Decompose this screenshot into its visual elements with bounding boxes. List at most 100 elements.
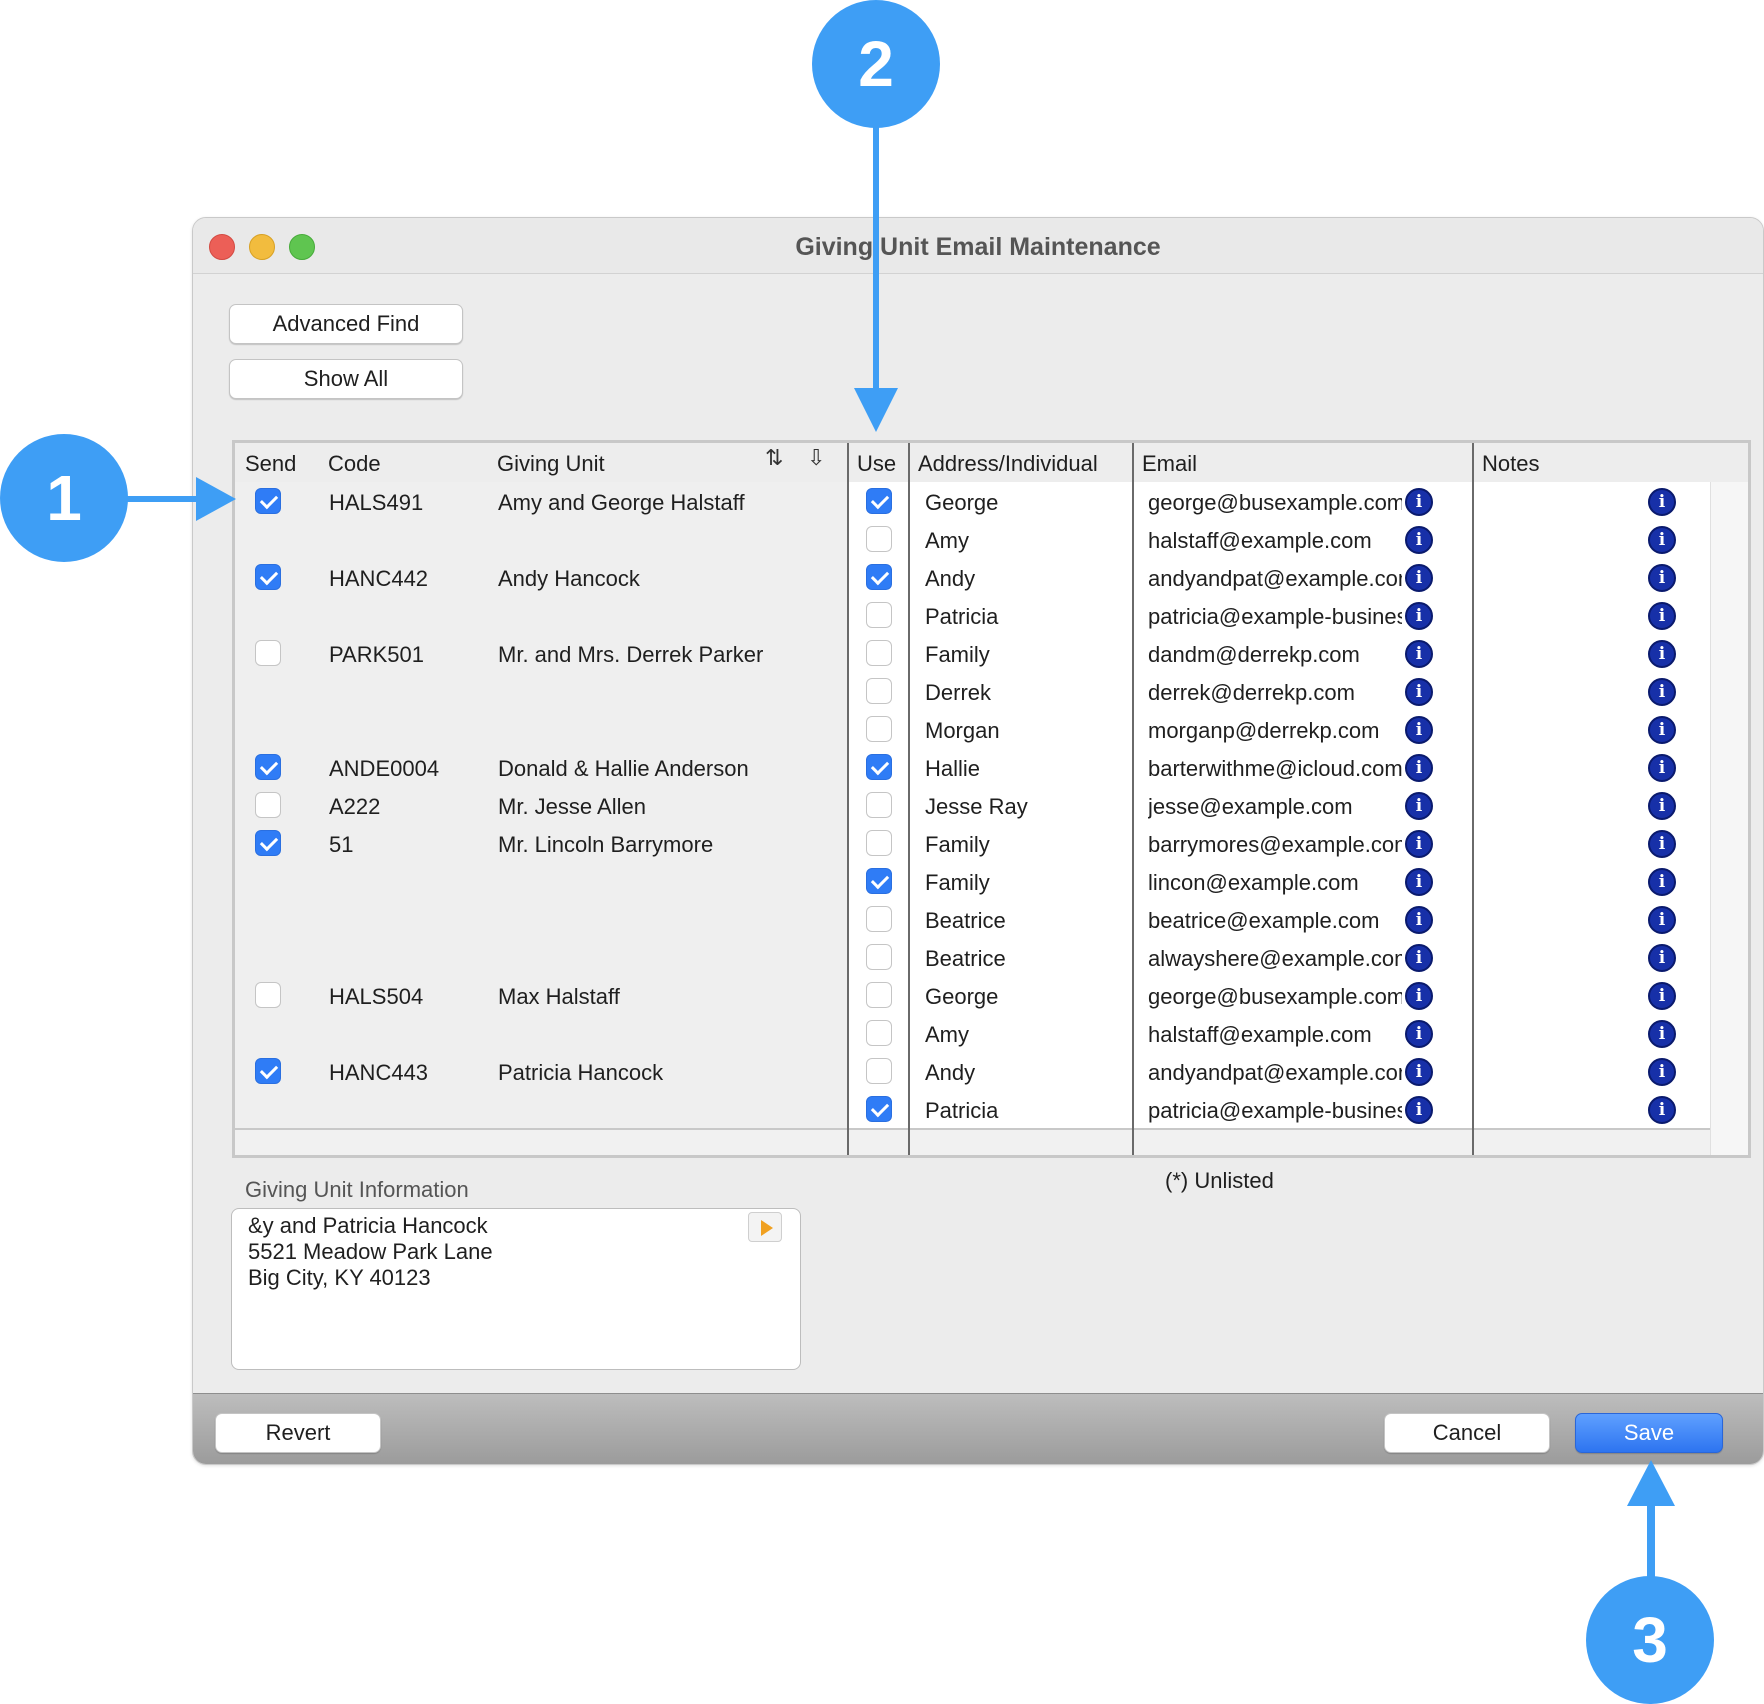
use-checkbox[interactable]	[866, 678, 892, 704]
notes-info-icon[interactable]: i	[1648, 488, 1676, 516]
info-icon[interactable]: i	[1405, 830, 1433, 858]
notes-info-icon[interactable]: i	[1648, 830, 1676, 858]
notes-info-icon[interactable]: i	[1648, 526, 1676, 554]
use-checkbox[interactable]	[866, 906, 892, 932]
header-address[interactable]: Address/Individual	[918, 451, 1098, 476]
use-checkbox[interactable]	[866, 602, 892, 628]
header-code[interactable]: Code	[328, 451, 381, 476]
info-icon[interactable]: i	[1405, 982, 1433, 1010]
close-window-button[interactable]	[209, 234, 235, 260]
info-icon[interactable]: i	[1405, 526, 1433, 554]
notes-info-icon[interactable]: i	[1648, 564, 1676, 592]
use-checkbox[interactable]	[866, 754, 892, 780]
info-icon[interactable]: i	[1405, 792, 1433, 820]
zoom-window-button[interactable]	[289, 234, 315, 260]
info-icon[interactable]: i	[1405, 944, 1433, 972]
advanced-find-button[interactable]: Advanced Find	[229, 304, 463, 344]
notes-info-icon[interactable]: i	[1648, 906, 1676, 934]
info-icon[interactable]: i	[1405, 1020, 1433, 1048]
send-checkbox[interactable]	[255, 982, 281, 1008]
notes-info-icon[interactable]: i	[1648, 678, 1676, 706]
play-icon[interactable]	[748, 1212, 782, 1242]
info-icon[interactable]: i	[1405, 564, 1433, 592]
header-notes[interactable]: Notes	[1482, 451, 1540, 476]
notes-info-icon[interactable]: i	[1648, 1096, 1676, 1124]
header-send[interactable]: Send	[245, 451, 297, 476]
notes-info-icon[interactable]: i	[1648, 754, 1676, 782]
notes-info-icon[interactable]: i	[1648, 716, 1676, 744]
use-checkbox[interactable]	[866, 564, 892, 590]
info-icon[interactable]: i	[1405, 906, 1433, 934]
use-checkbox[interactable]	[866, 982, 892, 1008]
notes-info-icon[interactable]: i	[1648, 982, 1676, 1010]
send-checkbox[interactable]	[255, 640, 281, 666]
notes-info-icon[interactable]: i	[1648, 944, 1676, 972]
info-icon[interactable]: i	[1405, 868, 1433, 896]
use-checkbox[interactable]	[866, 1058, 892, 1084]
notes-info-icon[interactable]: i	[1648, 1058, 1676, 1086]
use-checkbox[interactable]	[866, 792, 892, 818]
header-use[interactable]: Use	[857, 451, 897, 476]
use-checkbox[interactable]	[866, 944, 892, 970]
giving-unit-info-box[interactable]: &y and Patricia Hancock 5521 Meadow Park…	[231, 1208, 801, 1370]
info-icon[interactable]: i	[1405, 678, 1433, 706]
send-checkbox[interactable]	[255, 488, 281, 514]
send-checkbox[interactable]	[255, 564, 281, 590]
use-checkbox[interactable]	[866, 640, 892, 666]
cancel-button[interactable]: Cancel	[1384, 1413, 1550, 1453]
use-checkbox[interactable]	[866, 1096, 892, 1122]
row-address-side	[849, 1014, 1710, 1052]
use-checkbox[interactable]	[866, 488, 892, 514]
send-checkbox[interactable]	[255, 1058, 281, 1084]
callout-1-arrow	[126, 496, 200, 502]
info-icon[interactable]: i	[1405, 602, 1433, 630]
email-cell: jesse@example.com	[1148, 794, 1353, 819]
callout-3-arrowhead	[1627, 1460, 1675, 1506]
show-all-button[interactable]: Show All	[229, 359, 463, 399]
notes-info-icon[interactable]: i	[1648, 640, 1676, 668]
info-icon[interactable]: i	[1405, 754, 1433, 782]
use-checkbox[interactable]	[866, 526, 892, 552]
use-checkbox[interactable]	[866, 868, 892, 894]
minimize-window-button[interactable]	[249, 234, 275, 260]
header-giving-unit[interactable]: Giving Unit	[497, 451, 605, 476]
use-checkbox[interactable]	[866, 830, 892, 856]
send-checkbox[interactable]	[255, 830, 281, 856]
grid-scrollbar[interactable]	[1710, 482, 1748, 1155]
info-icon[interactable]: i	[1405, 640, 1433, 668]
send-checkbox[interactable]	[255, 792, 281, 818]
save-button[interactable]: Save	[1575, 1413, 1723, 1453]
info-icon[interactable]: i	[1405, 1058, 1433, 1086]
download-icon[interactable]: ⇩	[807, 445, 826, 470]
notes-info-icon[interactable]: i	[1648, 1020, 1676, 1048]
info-icon[interactable]: i	[1405, 716, 1433, 744]
sort-az-icon[interactable]: ⇅	[765, 445, 784, 470]
use-checkbox[interactable]	[866, 716, 892, 742]
send-checkbox[interactable]	[255, 754, 281, 780]
notes-info-icon[interactable]: i	[1648, 868, 1676, 896]
header-email[interactable]: Email	[1142, 451, 1198, 476]
revert-button[interactable]: Revert	[215, 1413, 381, 1453]
notes-info-icon[interactable]: i	[1648, 792, 1676, 820]
notes-info-icon[interactable]: i	[1648, 602, 1676, 630]
info-icon[interactable]: i	[1405, 1096, 1433, 1124]
info-icon[interactable]: i	[1405, 488, 1433, 516]
use-checkbox[interactable]	[866, 1020, 892, 1046]
